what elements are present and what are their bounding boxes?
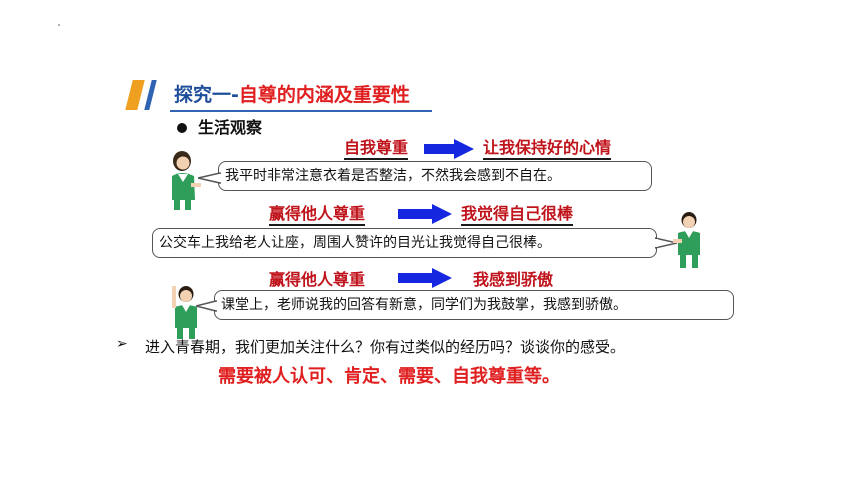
scenario-2-effect: 我觉得自己很棒 (461, 204, 574, 226)
decorative-dot (58, 24, 60, 26)
bubble-1-tail (198, 172, 222, 184)
scenario-2-text: 公交车上我给老人让座，周围人赞许的目光让我觉得自己很棒。 (159, 235, 551, 251)
scenario-3-bubble: 课堂上，老师说我的回答有新意，同学们为我鼓掌，我感到骄傲。 (214, 290, 734, 320)
answer-text: 需要被人认可、肯定、需要、自我尊重等。 (218, 366, 560, 387)
section-title-prefix: 探究一- (174, 84, 239, 106)
scenario-3-text: 课堂上，老师说我的回答有新意，同学们为我鼓掌，我感到骄傲。 (221, 297, 627, 313)
question-text: 进入青春期，我们更加关注什么？你有过类似的经历吗？谈谈你的感受。 (145, 338, 626, 356)
scenario-3-arrow (398, 268, 452, 288)
title-accent-blue (144, 80, 157, 110)
scenario-2-cause: 赢得他人尊重 (269, 204, 366, 226)
bubble-2-tail (655, 237, 677, 249)
bullet-dot (177, 123, 187, 133)
scenario-3-effect: 我感到骄傲 (473, 270, 554, 292)
student-boy-figure (673, 212, 700, 268)
student-raising-hand-figure (172, 286, 197, 339)
scenario-1-arrow (424, 139, 474, 159)
scenario-2-bubble: 公交车上我给老人让座，周围人赞许的目光让我觉得自己很棒。 (152, 228, 657, 258)
scenario-1-cause: 自我尊重 (344, 138, 409, 160)
subhead: 生活观察 (198, 118, 263, 137)
title-underline (170, 110, 432, 112)
scenario-3-cause: 赢得他人尊重 (269, 270, 366, 292)
scenario-1-text: 我平时非常注意衣着是否整洁，不然我会感到不自在。 (225, 168, 561, 184)
scenario-1-bubble: 我平时非常注意衣着是否整洁，不然我会感到不自在。 (218, 161, 652, 191)
question-marker: ➢ (116, 336, 128, 352)
scenario-1-effect: 让我保持好的心情 (483, 138, 612, 160)
student-girl-figure (172, 151, 201, 210)
bubble-3-tail (196, 300, 218, 312)
title-accent-orange (125, 80, 145, 110)
section-title-main: 自尊的内涵及重要性 (238, 84, 410, 106)
section-title: 探究一-自尊的内涵及重要性 (174, 83, 410, 107)
scenario-2-arrow (398, 204, 452, 224)
